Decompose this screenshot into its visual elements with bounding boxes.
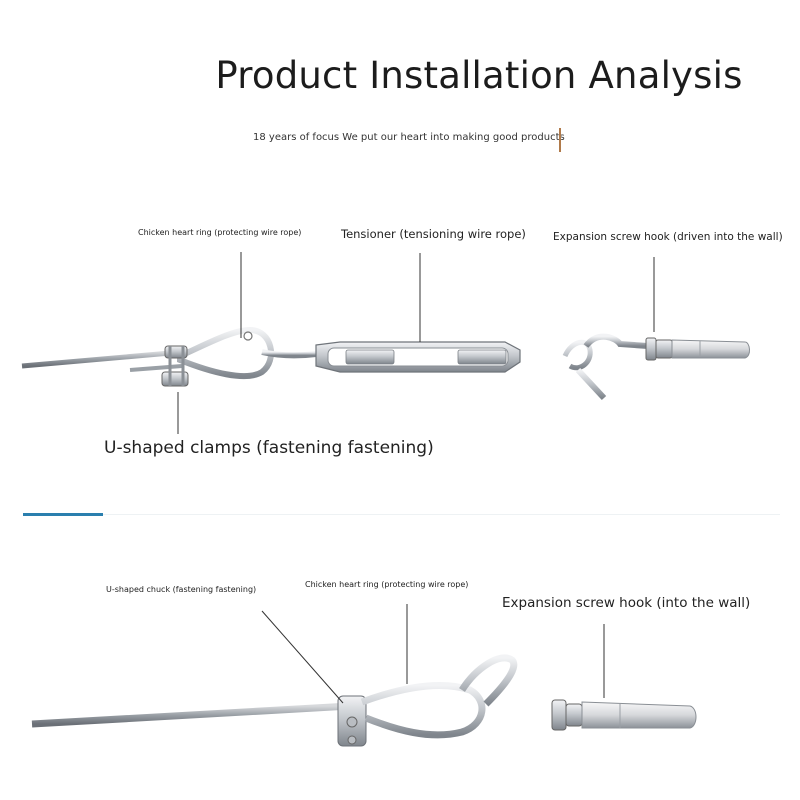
section-divider-faint bbox=[103, 514, 780, 515]
page-subtitle: 18 years of focus We put our heart into … bbox=[253, 132, 565, 143]
label-thimble-bottom: Chicken heart ring (protecting wire rope… bbox=[305, 580, 469, 589]
label-chuck: U-shaped chuck (fastening fastening) bbox=[106, 585, 257, 594]
top-assembly bbox=[21, 326, 750, 401]
accent-mark bbox=[559, 128, 561, 152]
section-divider bbox=[23, 513, 103, 516]
expansion-anchor-bottom bbox=[581, 701, 697, 729]
label-thimble-top: Chicken heart ring (protecting wire rope… bbox=[138, 228, 302, 237]
leader-chuck bbox=[261, 610, 344, 704]
wire-rope-tail-top bbox=[129, 364, 183, 372]
label-tensioner: Tensioner (tensioning wire rope) bbox=[341, 227, 526, 241]
thimble-top bbox=[177, 326, 274, 380]
wire-rope-top bbox=[21, 349, 183, 369]
label-hook-bottom: Expansion screw hook (into the wall) bbox=[502, 595, 751, 611]
hook-top bbox=[575, 367, 607, 401]
thimble-bottom bbox=[360, 682, 486, 739]
bottom-assembly bbox=[31, 654, 697, 747]
label-hook-top: Expansion screw hook (driven into the wa… bbox=[553, 231, 783, 243]
wire-rope-bottom bbox=[31, 702, 351, 728]
expansion-anchor-top bbox=[671, 339, 750, 359]
hook-bottom bbox=[459, 654, 518, 707]
label-clamps: U-shaped clamps (fastening fastening) bbox=[104, 438, 434, 458]
page-title: Product Installation Analysis bbox=[215, 54, 743, 97]
